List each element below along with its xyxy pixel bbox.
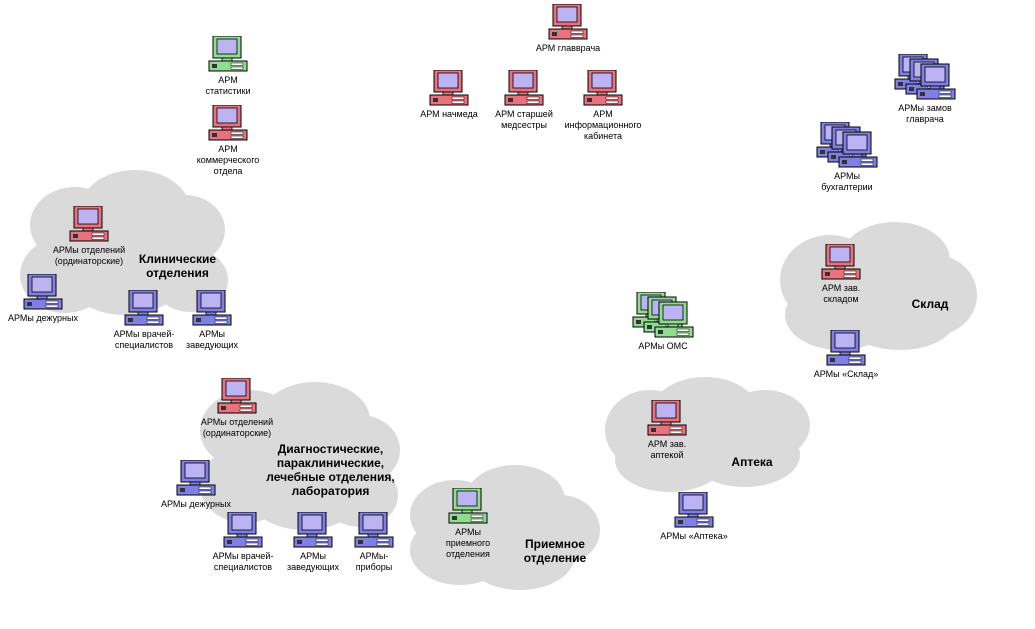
workstation-label: АРМы дежурных: [8, 313, 78, 323]
workstation-apteka[interactable]: АРМы «Аптека»: [629, 492, 759, 542]
workstation-label: АРМы замов главрача: [898, 103, 952, 124]
workstation-buhgalteria[interactable]: АРМы бухгалтерии: [782, 122, 912, 193]
workstation-label: АРМ коммерческого отдела: [196, 144, 260, 176]
workstation-priem[interactable]: АРМы приемного отделения: [403, 488, 533, 560]
workstation-label: АРМы заведующих: [286, 551, 340, 572]
computer-icon: [293, 512, 333, 548]
group-label-reception: Приемное отделение: [523, 537, 587, 565]
computer-icon: [208, 36, 248, 72]
workstation-kommerch[interactable]: АРМ коммерческого отдела: [163, 105, 293, 177]
cloud-pharmacy: [605, 377, 810, 492]
workstation-diag-dezhur[interactable]: АРМы дежурных: [131, 460, 261, 510]
computer-icon: [354, 512, 394, 548]
workstation-zav-sklad[interactable]: АРМ зав. складом: [776, 244, 906, 305]
workstation-label: АРМ статистики: [205, 75, 251, 96]
group-label-clinical: Клинические отделения: [138, 252, 217, 280]
workstation-klin-zav[interactable]: АРМы заведующих: [147, 290, 277, 351]
computer-icon: [23, 274, 63, 310]
cloud-diagnostic: [200, 382, 400, 530]
workstation-glavvrach[interactable]: АРМ главврача: [503, 4, 633, 54]
workstation-medsestra[interactable]: АРМ старшей медсестры: [459, 70, 589, 131]
workstation-zav-apteka[interactable]: АРМ зав. аптекой: [602, 400, 732, 461]
computer-icon: [429, 70, 469, 106]
workstation-label: АРМы дежурных: [161, 499, 231, 509]
workstation-label: АРМы врачей- специалистов: [113, 329, 175, 350]
workstation-klin-dezhur[interactable]: АРМы дежурных: [0, 274, 108, 324]
computer-icon: [124, 290, 164, 326]
workstation-label: АРМы «Аптека»: [660, 531, 728, 541]
workstation-label: АРМ зав. аптекой: [647, 439, 687, 460]
workstation-label: АРМ начмеда: [420, 109, 478, 119]
workstation-label: АРМ старшей медсестры: [495, 109, 553, 130]
cloud-warehouse: [780, 222, 977, 350]
workstation-oms[interactable]: АРМы ОМС: [598, 292, 728, 352]
computer-icon: [548, 4, 588, 40]
workstation-label: АРМы «Склад»: [813, 369, 879, 379]
group-label-diagnostic: Диагностические, параклинические, лечебн…: [266, 442, 395, 498]
workstation-sklad[interactable]: АРМы «Склад»: [781, 330, 911, 380]
computer-icon: [208, 105, 248, 141]
computer-icon: [504, 70, 544, 106]
workstation-nachmed[interactable]: АРМ начмеда: [384, 70, 514, 120]
workstation-label: АРМы отделений (ординаторские): [52, 245, 126, 266]
workstation-klin-ordin[interactable]: АРМы отделений (ординаторские): [24, 206, 154, 267]
computer-icon: [674, 492, 714, 528]
workstation-diag-ordin[interactable]: АРМы отделений (ординаторские): [172, 378, 302, 439]
workstation-infokab[interactable]: АРМ информационного кабинета: [538, 70, 668, 142]
computer-icon: [632, 292, 694, 338]
workstation-label: АРМ зав. складом: [821, 283, 861, 304]
group-label-pharmacy: Аптека: [731, 455, 773, 469]
workstation-diag-pribory[interactable]: АРМы- приборы: [309, 512, 439, 573]
workstation-label: АРМы отделений (ординаторские): [200, 417, 274, 438]
workstation-statistika[interactable]: АРМ статистики: [163, 36, 293, 97]
computer-icon: [223, 512, 263, 548]
workstation-label: АРМы бухгалтерии: [821, 171, 873, 192]
computer-icon: [894, 54, 956, 100]
workstation-zamy[interactable]: АРМы замов главрача: [860, 54, 990, 125]
computer-icon: [192, 290, 232, 326]
workstation-label: АРМ главврача: [535, 43, 601, 53]
computer-icon: [448, 488, 488, 524]
computer-icon: [826, 330, 866, 366]
computer-icon: [821, 244, 861, 280]
workstation-klin-vrachi[interactable]: АРМы врачей- специалистов: [79, 290, 209, 351]
workstation-diag-zav[interactable]: АРМы заведующих: [248, 512, 378, 573]
workstation-label: АРМ информационного кабинета: [564, 109, 642, 141]
workstation-label: АРМы врачей- специалистов: [212, 551, 274, 572]
computer-icon: [217, 378, 257, 414]
workstation-label: АРМы заведующих: [185, 329, 239, 350]
computer-icon: [176, 460, 216, 496]
computer-icon: [816, 122, 878, 168]
workstation-label: АРМы ОМС: [638, 341, 688, 351]
computer-icon: [647, 400, 687, 436]
computer-icon: [583, 70, 623, 106]
workstation-label: АРМы приемного отделения: [445, 527, 491, 559]
computer-icon: [69, 206, 109, 242]
workstation-label: АРМы- приборы: [355, 551, 393, 572]
workstation-diag-vrachi[interactable]: АРМы врачей- специалистов: [178, 512, 308, 573]
group-label-warehouse: Склад: [911, 297, 949, 311]
